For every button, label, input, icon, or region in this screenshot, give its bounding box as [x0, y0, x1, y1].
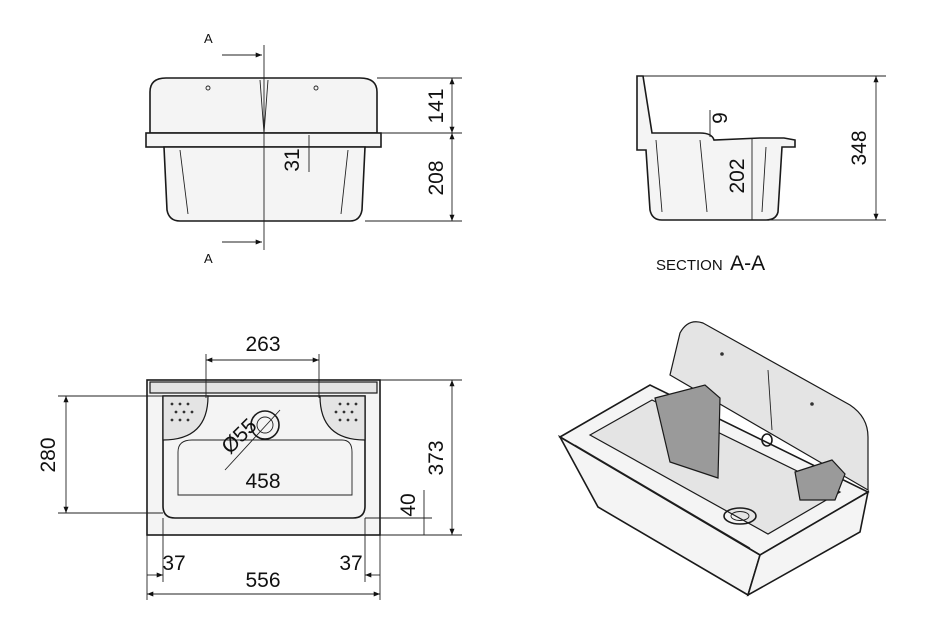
dim-side-left: 37: [162, 552, 185, 575]
dim-rim-thickness: 9: [709, 112, 732, 124]
iso-drain: [723, 507, 757, 525]
front-hole-left: [205, 85, 211, 91]
iso-grate-right: [794, 459, 846, 501]
dim-total-width: 556: [245, 569, 280, 592]
section-caption-prefix: SECTION: [656, 257, 723, 274]
iso-hole-right: [810, 402, 814, 406]
iso-rim-edge: [574, 444, 751, 549]
front-center-groove: [259, 79, 269, 134]
top-view: Ø55 263 458 280 373 40 37 37 556: [37, 333, 462, 600]
iso-right-wall: [746, 490, 870, 597]
front-rim: [145, 132, 382, 148]
dim-drain-leader: [224, 409, 281, 471]
front-bowl: [163, 146, 366, 222]
section-view: 348 9 202 SECTION A-A: [636, 75, 886, 275]
dim-inner-depth: 202: [726, 158, 749, 193]
dim-bowl-height: 208: [425, 160, 448, 195]
dim-depth-outer: 373: [425, 440, 448, 475]
isometric-view: [557, 321, 870, 597]
top-bowl-inner: [162, 395, 366, 519]
front-view: A A 141 208 31: [145, 31, 462, 266]
iso-tap-hole: [761, 433, 773, 447]
section-mark-top: A: [204, 31, 213, 46]
section-inner-lines: [655, 139, 767, 213]
dim-side-right: 37: [339, 552, 362, 575]
section-profile: [636, 75, 796, 221]
top-grate-right: [319, 395, 366, 441]
top-backsplash: [149, 381, 378, 394]
front-backsplash: [149, 77, 378, 134]
front-hole-right: [313, 85, 319, 91]
iso-center-groove: [767, 369, 773, 431]
iso-hole-left: [720, 352, 724, 356]
dim-depth-inner: 280: [37, 437, 60, 472]
section-caption-id: A-A: [730, 252, 765, 275]
top-drain: [250, 410, 280, 440]
section-caption: SECTION A-A: [656, 252, 765, 275]
dim-inner-width: 458: [245, 470, 280, 493]
iso-backsplash: [669, 321, 869, 492]
top-bowl-floor: [177, 439, 353, 496]
grate-dots: [170, 402, 358, 422]
top-grate-left: [162, 395, 209, 441]
iso-grate-left: [654, 384, 721, 479]
dim-total-height: 348: [848, 130, 871, 165]
dim-backsplash-height: 141: [425, 88, 448, 123]
front-bowl-inner: [179, 149, 349, 215]
dim-rim-offset: 31: [281, 148, 304, 171]
dim-grate-spacing: 263: [245, 333, 280, 356]
dim-front-offset: 40: [397, 493, 420, 516]
section-mark-bottom: A: [204, 251, 213, 266]
